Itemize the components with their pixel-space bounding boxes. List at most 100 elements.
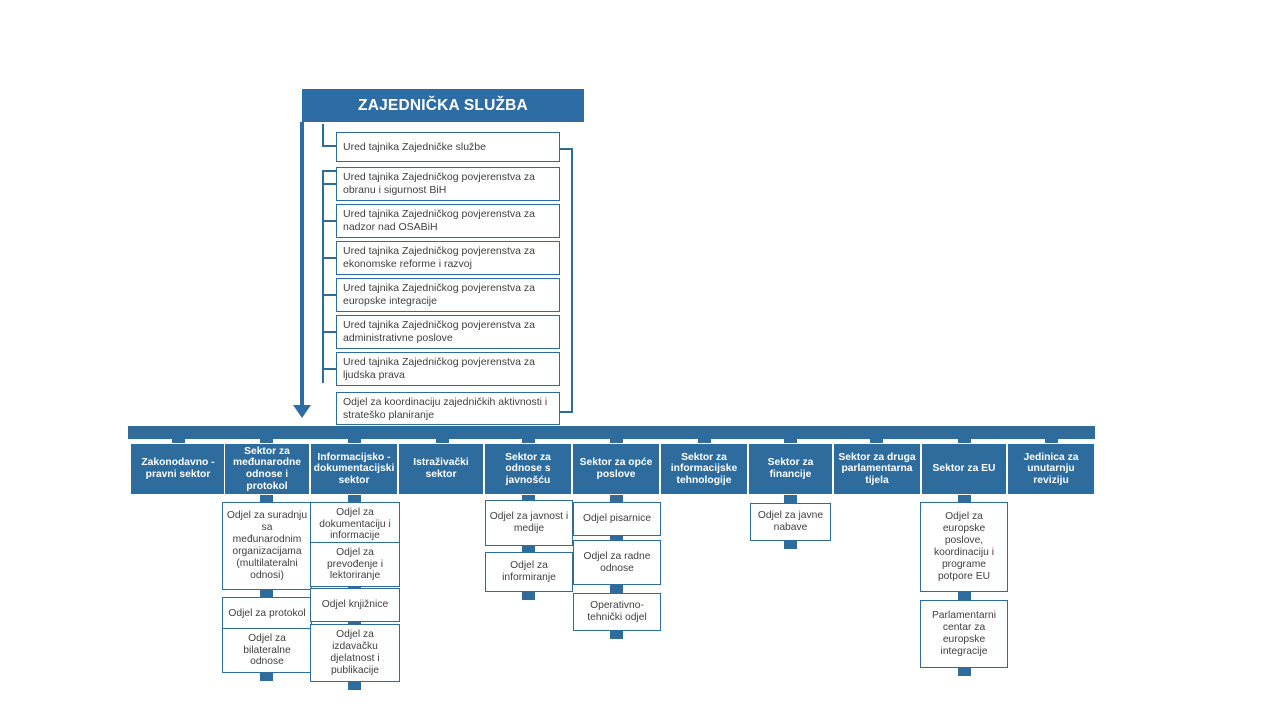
sector9-dept-tail — [958, 668, 971, 676]
bar-tab-4 — [522, 436, 535, 445]
dept-label-s5-d1: Odjel za radne odnose — [583, 550, 651, 574]
staff-right-spine — [571, 148, 573, 413]
sector2-dept-connector-0 — [348, 495, 361, 503]
dept-box-s9-d1[interactable]: Parlamentarni centar za europske integra… — [920, 600, 1008, 668]
sector-distribution-bar — [128, 426, 1095, 439]
sector-box-10[interactable]: Jedinica za unutarnju reviziju — [1007, 443, 1095, 495]
dept-box-s1-d2[interactable]: Odjel za bilateralne odnose — [222, 628, 312, 673]
sector4-dept-tail — [522, 592, 535, 600]
staff-box-7[interactable]: Odjel za koordinaciju zajedničkih aktivn… — [336, 392, 560, 425]
sector-label-5: Sektor za opće poslove — [579, 457, 653, 480]
staff-box-0[interactable]: Ured tajnika Zajedničke službe — [336, 132, 560, 162]
sector-label-10: Jedinica za unutarnju reviziju — [1023, 451, 1079, 486]
sector-label-9: Sektor za EU — [932, 463, 996, 475]
dept-label-s1-d1: Odjel za protokol — [228, 608, 306, 620]
dept-box-s4-d0[interactable]: Odjel za javnost i medije — [485, 500, 573, 546]
staff-box-6[interactable]: Ured tajnika Zajedničkog povjerenstva za… — [336, 352, 560, 386]
bar-tab-6 — [698, 436, 711, 445]
sector7-dept-connector-0 — [784, 495, 797, 503]
dept-label-s9-d0: Odjel za europske poslove, koordinaciju … — [933, 511, 995, 582]
staff-label-7: Odjel za koordinaciju zajedničkih aktivn… — [343, 395, 548, 421]
dept-label-s4-d1: Odjel za informiranje — [502, 560, 556, 583]
staff-label-2: Ured tajnika Zajedničkog povjerenstva za… — [343, 208, 536, 233]
dept-label-s2-d0: Odjel za dokumentaciju i informacije — [319, 506, 391, 542]
bar-tab-1 — [260, 436, 273, 445]
dept-box-s5-d2[interactable]: Operativno-tehnički odjel — [573, 593, 661, 631]
staff-box-2[interactable]: Ured tajnika Zajedničkog povjerenstva za… — [336, 204, 560, 238]
bar-tab-0 — [172, 436, 185, 445]
sector1-dept-tail — [260, 673, 273, 681]
dept-label-s7-d0: Odjel za javne nabave — [757, 510, 824, 533]
sector-box-7[interactable]: Sektor za financije — [748, 443, 833, 495]
sector-box-4[interactable]: Sektor za odnose s javnošću — [484, 443, 572, 495]
dept-box-s4-d1[interactable]: Odjel za informiranje — [485, 552, 573, 592]
staff-label-0: Ured tajnika Zajedničke službe — [343, 140, 486, 153]
bar-tab-9 — [958, 436, 971, 445]
dept-box-s7-d0[interactable]: Odjel za javne nabave — [750, 503, 831, 541]
staff-branch-6 — [322, 368, 336, 370]
sector-box-1[interactable]: Sektor za međunarodne odnose i protokol — [224, 443, 310, 495]
sector-label-8: Sektor za druga parlamentarna tijela — [838, 451, 916, 486]
dept-box-s5-d1[interactable]: Odjel za radne odnose — [573, 540, 661, 585]
staff-branch-3 — [322, 257, 336, 259]
staff-box-1[interactable]: Ured tajnika Zajedničkog povjerenstva za… — [336, 167, 560, 201]
sector9-dept-connector-1 — [958, 592, 971, 600]
root-to-sectors-arrow-head — [293, 405, 311, 418]
dept-box-s2-d1[interactable]: Odjel za prevođenje i lektoriranje — [310, 542, 400, 587]
sector-label-0: Zakonodavno - pravni sektor — [141, 457, 215, 480]
staff-label-1: Ured tajnika Zajedničkog povjerenstva za… — [343, 171, 536, 196]
staff-spine-main — [322, 170, 324, 383]
sector-label-2: Informacijsko - dokumentacijski sektor — [313, 451, 395, 486]
staff-spine-top — [322, 124, 324, 146]
sector-label-4: Sektor za odnose s javnošću — [505, 451, 551, 486]
staff-label-4: Ured tajnika Zajedničkog povjerenstva za… — [343, 282, 536, 307]
sector2-dept-tail — [348, 682, 361, 690]
dept-box-s2-d3[interactable]: Odjel za izdavačku djelatnost i publikac… — [310, 624, 400, 682]
dept-box-s1-d0[interactable]: Odjel za suradnju sa međunarodnim organi… — [222, 502, 312, 590]
sector-box-6[interactable]: Sektor za informacijske tehnologije — [660, 443, 748, 495]
dept-label-s2-d2: Odjel knjižnice — [321, 599, 389, 611]
dept-box-s2-d2[interactable]: Odjel knjižnice — [310, 588, 400, 622]
sector-box-5[interactable]: Sektor za opće poslove — [572, 443, 660, 495]
dept-label-s1-d2: Odjel za bilateralne odnose — [243, 632, 291, 668]
sector-box-0[interactable]: Zakonodavno - pravni sektor — [130, 443, 226, 495]
dept-box-s9-d0[interactable]: Odjel za europske poslove, koordinaciju … — [920, 502, 1008, 592]
sector-label-3: Istraživački sektor — [413, 457, 469, 480]
staff-label-3: Ured tajnika Zajedničkog povjerenstva za… — [343, 245, 536, 270]
sector-box-9[interactable]: Sektor za EU — [921, 443, 1007, 495]
sector-box-2[interactable]: Informacijsko - dokumentacijski sektor — [310, 443, 398, 495]
bar-tab-5 — [610, 436, 623, 445]
staff-label-6: Ured tajnika Zajedničkog povjerenstva za… — [343, 356, 536, 381]
staff-box-5[interactable]: Ured tajnika Zajedničkog povjerenstva za… — [336, 315, 560, 349]
sector7-dept-tail — [784, 541, 797, 549]
staff-right-branch-bottom — [560, 411, 573, 413]
sector-label-7: Sektor za financije — [767, 457, 814, 480]
bar-tab-2 — [348, 436, 361, 445]
sector-box-3[interactable]: Istraživački sektor — [398, 443, 484, 495]
dept-label-s2-d3: Odjel za izdavačku djelatnost i publikac… — [330, 629, 380, 676]
dept-label-s2-d1: Odjel za prevođenje i lektoriranje — [326, 546, 384, 582]
sector4-dept-connector-1 — [522, 546, 535, 554]
sector-box-8[interactable]: Sektor za druga parlamentarna tijela — [833, 443, 921, 495]
dept-label-s5-d0: Odjel pisarnice — [582, 513, 652, 525]
dept-label-s1-d0: Odjel za suradnju sa međunarodnim organi… — [226, 510, 308, 581]
dept-label-s5-d2: Operativno-tehnički odjel — [587, 600, 647, 623]
dept-box-s1-d1[interactable]: Odjel za protokol — [222, 597, 312, 631]
bar-tab-10 — [1045, 436, 1058, 445]
sector9-dept-connector-0 — [958, 495, 971, 503]
root-title-box[interactable]: ZAJEDNIČKA SLUŽBA — [302, 89, 584, 122]
sector-label-6: Sektor za informacijske tehnologije — [670, 451, 738, 486]
dept-box-s5-d0[interactable]: Odjel pisarnice — [573, 502, 661, 536]
sector5-dept-connector-0 — [610, 495, 623, 503]
bar-tab-8 — [870, 436, 883, 445]
dept-label-s4-d0: Odjel za javnost i medije — [489, 511, 569, 534]
sector5-dept-tail — [610, 631, 623, 639]
bar-tab-7 — [784, 436, 797, 445]
staff-box-3[interactable]: Ured tajnika Zajedničkog povjerenstva za… — [336, 241, 560, 275]
staff-box-4[interactable]: Ured tajnika Zajedničkog povjerenstva za… — [336, 278, 560, 312]
dept-box-s2-d0[interactable]: Odjel za dokumentaciju i informacije — [310, 502, 400, 547]
staff-branch-top-stub — [322, 170, 336, 172]
staff-branch-0 — [322, 145, 336, 147]
sector4-dept-connector-0 — [522, 495, 535, 503]
